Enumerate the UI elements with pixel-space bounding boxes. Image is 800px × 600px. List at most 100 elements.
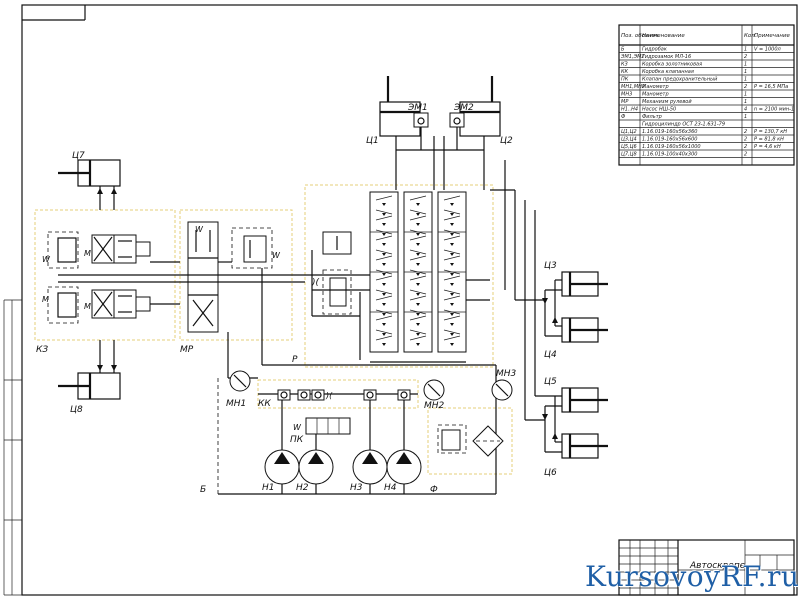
table-cell: V = 1000л [754,47,782,53]
title-block: Автоскрепе [618,539,795,596]
cylinder-c6 [561,433,608,459]
svg-text:W: W [272,251,281,260]
table-cell: ПК [621,77,629,83]
table-cell: Гидрозамок МЛ-16 [642,54,691,60]
cylinder-c3 [561,271,608,297]
spool-valve-kz-upper: W M [42,231,151,269]
binding-margin [3,299,22,596]
table-cell: 2 [744,84,747,90]
label-kz: КЗ [36,345,48,355]
hydrolock-em2 [449,112,465,128]
table-cell: 2 [744,152,747,158]
spool-valve-kz-lower: M M [42,286,151,324]
table-cell: 1.16.019-160х56х1000 [642,144,701,150]
relief-valve-pk: W [293,417,351,435]
table-cell: Коробка золотниковая [642,62,702,68]
pump-n2 [298,434,334,494]
svg-text:)(: )( [311,278,320,288]
label-n3: Н3 [350,483,363,493]
steering-mechanism-mr: W W [187,221,281,333]
specification-table: Поз. обознач.Наименование Кол.ПримечаниеБ… [618,24,795,166]
table-cell: n = 2100 мин-1 [754,107,794,113]
label-mn3: МН3 [496,369,517,379]
pump-n1 [264,400,300,494]
table-cell: 1 [744,92,747,98]
table-header-cell: Наименование [642,33,685,39]
table-cell: Ц5,Ц6 [621,144,637,150]
table-cell: МР [621,99,628,105]
label-b: Б [200,485,206,495]
table-cell: Ф [621,114,626,120]
table-cell: 1 [744,47,747,53]
label-n1: Н1 [262,483,275,493]
label-mn2: МН2 [424,401,445,411]
cylinder-c8 [58,340,121,400]
table-cell: Б [621,47,625,53]
svg-text:M: M [84,249,91,258]
distributor-flow-marks [375,195,461,346]
cylinder-c5 [561,387,608,413]
label-c8: Ц8 [70,405,83,415]
stamp-title: Автоскрепе [689,561,746,571]
distributor-relief-valve: )( [311,231,352,315]
filter-f [437,424,504,457]
label-pk: ПК [290,435,304,445]
label-c6: Ц6 [544,468,557,478]
table-cell: Манометр [642,92,669,98]
svg-text:)(: )( [325,391,333,400]
label-n2: Н2 [296,483,309,493]
table-cell: 2 [744,129,747,135]
table-cell: 2 [744,144,747,150]
table-cell: 2 [744,54,747,60]
table-cell: 1.16.019-100х40х300 [642,152,697,158]
label-n4: Н4 [384,483,397,493]
label-em2: ЭМ2 [453,103,474,113]
right-cylinder-lines [490,160,562,453]
svg-text:M: M [42,295,49,304]
table-cell: Клапан предохранительный [642,77,718,83]
cylinder-c4 [561,317,608,343]
table-header-cell: Примечание [754,33,791,39]
table-cell: Фильтр [642,114,662,120]
table-cell: Р = 130,7 кН [754,129,787,135]
table-cell: Н1..Н4 [621,107,638,113]
hydrolock-em1 [413,112,429,128]
table-cell: Р = 81,8 кН [754,137,784,143]
label-p: Р [292,355,298,365]
main-lines [58,261,497,495]
table-cell: Гидроцилиндр ОСТ 23-1.631-79 [642,122,725,128]
zone-filter [427,407,513,475]
table-cell: Насос НШ-50 [642,107,676,113]
table-cell: Ц7,Ц8 [621,152,637,158]
table-cell: 2 [744,137,747,143]
table-cell: 1.16.019-160х56х600 [642,137,697,143]
table-header-cell: Поз. обознач. [621,33,660,39]
svg-text:W: W [42,255,51,264]
label-c5: Ц5 [544,377,557,387]
label-mn1: МН1 [226,399,246,409]
label-c4: Ц4 [544,350,557,360]
distributor-piping [311,250,490,363]
table-cell: 1 [744,77,747,83]
check-valve-box-kk: )( [277,389,411,401]
pump-n4 [386,400,422,494]
label-c7: Ц7 [72,151,85,161]
table-cell: МН3 [621,92,632,98]
table-cell: Манометр [642,84,669,90]
table-cell: 1 [744,69,747,75]
table-cell: 4 [744,107,747,113]
pressure-gauge-mn2 [423,379,445,401]
label-kk: КК [258,399,271,409]
table-cell: ЭМ1,ЭМ2 [620,54,645,60]
table-cell: Гидробак [642,47,667,53]
table-cell: Р = 4,6 кН [754,144,781,150]
table-cell: 1 [744,62,747,68]
table-cell: Ц1,Ц2 [621,129,637,135]
table-cell: Коробка клапанная [642,69,694,75]
table-header-cell: Кол. [744,33,757,39]
table-cell: КЗ [621,62,629,68]
table-cell: 1 [744,99,747,105]
table-cell: 1 [744,114,747,120]
table-cell: Р = 16,5 МПа [754,84,788,90]
